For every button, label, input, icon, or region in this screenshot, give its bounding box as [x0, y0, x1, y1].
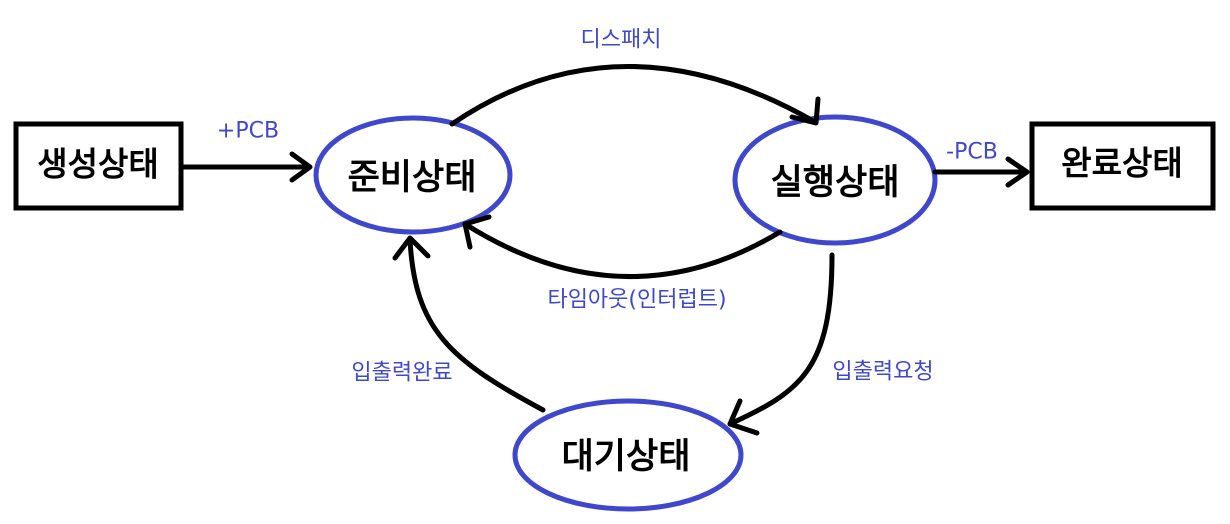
arrow-dispatch-label: 디스패치 — [581, 28, 662, 53]
arrow-io-complete-line — [407, 237, 546, 413]
arrow-dispatch-head — [789, 96, 821, 126]
arrow-io-complete: 입출력완료 — [351, 235, 546, 413]
arrow-timeout-label: 타임아웃(인터럽트) — [547, 288, 726, 313]
state-blocked-label: 대기상태 — [562, 437, 691, 477]
state-ready: 준비상태 — [313, 115, 513, 235]
arrow-admit: +PCB — [180, 119, 313, 183]
state-running: 실행상태 — [732, 114, 938, 246]
arrow-timeout: 타임아웃(인터럽트) — [462, 214, 783, 313]
state-ready-label: 준비상태 — [348, 158, 477, 198]
arrow-exit: -PCB — [932, 140, 1030, 188]
state-terminated-box — [1029, 121, 1216, 211]
state-blocked: 대기상태 — [512, 398, 744, 512]
arrow-io-complete-head — [392, 235, 431, 261]
arrow-admit-label: +PCB — [217, 119, 279, 144]
state-blocked-ellipse — [512, 398, 744, 512]
state-created-label: 생성상태 — [37, 145, 158, 184]
arrow-dispatch-line — [449, 64, 818, 127]
state-terminated-label: 완료상태 — [1061, 144, 1182, 183]
arrow-dispatch: 디스패치 — [449, 28, 821, 127]
arrow-io-request-line — [727, 252, 835, 427]
state-ready-ellipse — [313, 115, 513, 235]
arrow-exit-label: -PCB — [946, 140, 998, 165]
arrow-timeout-line — [462, 221, 783, 280]
arrow-timeout-head — [462, 214, 492, 250]
state-running-ellipse — [732, 114, 938, 246]
arrow-io-complete-label: 입출력완료 — [351, 361, 452, 386]
arrow-admit-head — [289, 151, 313, 183]
arrow-exit-head — [1005, 156, 1030, 188]
state-running-label: 실행상태 — [771, 163, 900, 203]
state-created: 생성상태 — [13, 121, 184, 211]
arrow-io-request-head — [727, 398, 760, 436]
arrow-io-request-label: 입출력요청 — [832, 360, 933, 385]
state-terminated: 완료상태 — [1029, 121, 1216, 211]
state-created-box — [13, 121, 184, 211]
arrow-io-request: 입출력요청 — [727, 252, 934, 436]
